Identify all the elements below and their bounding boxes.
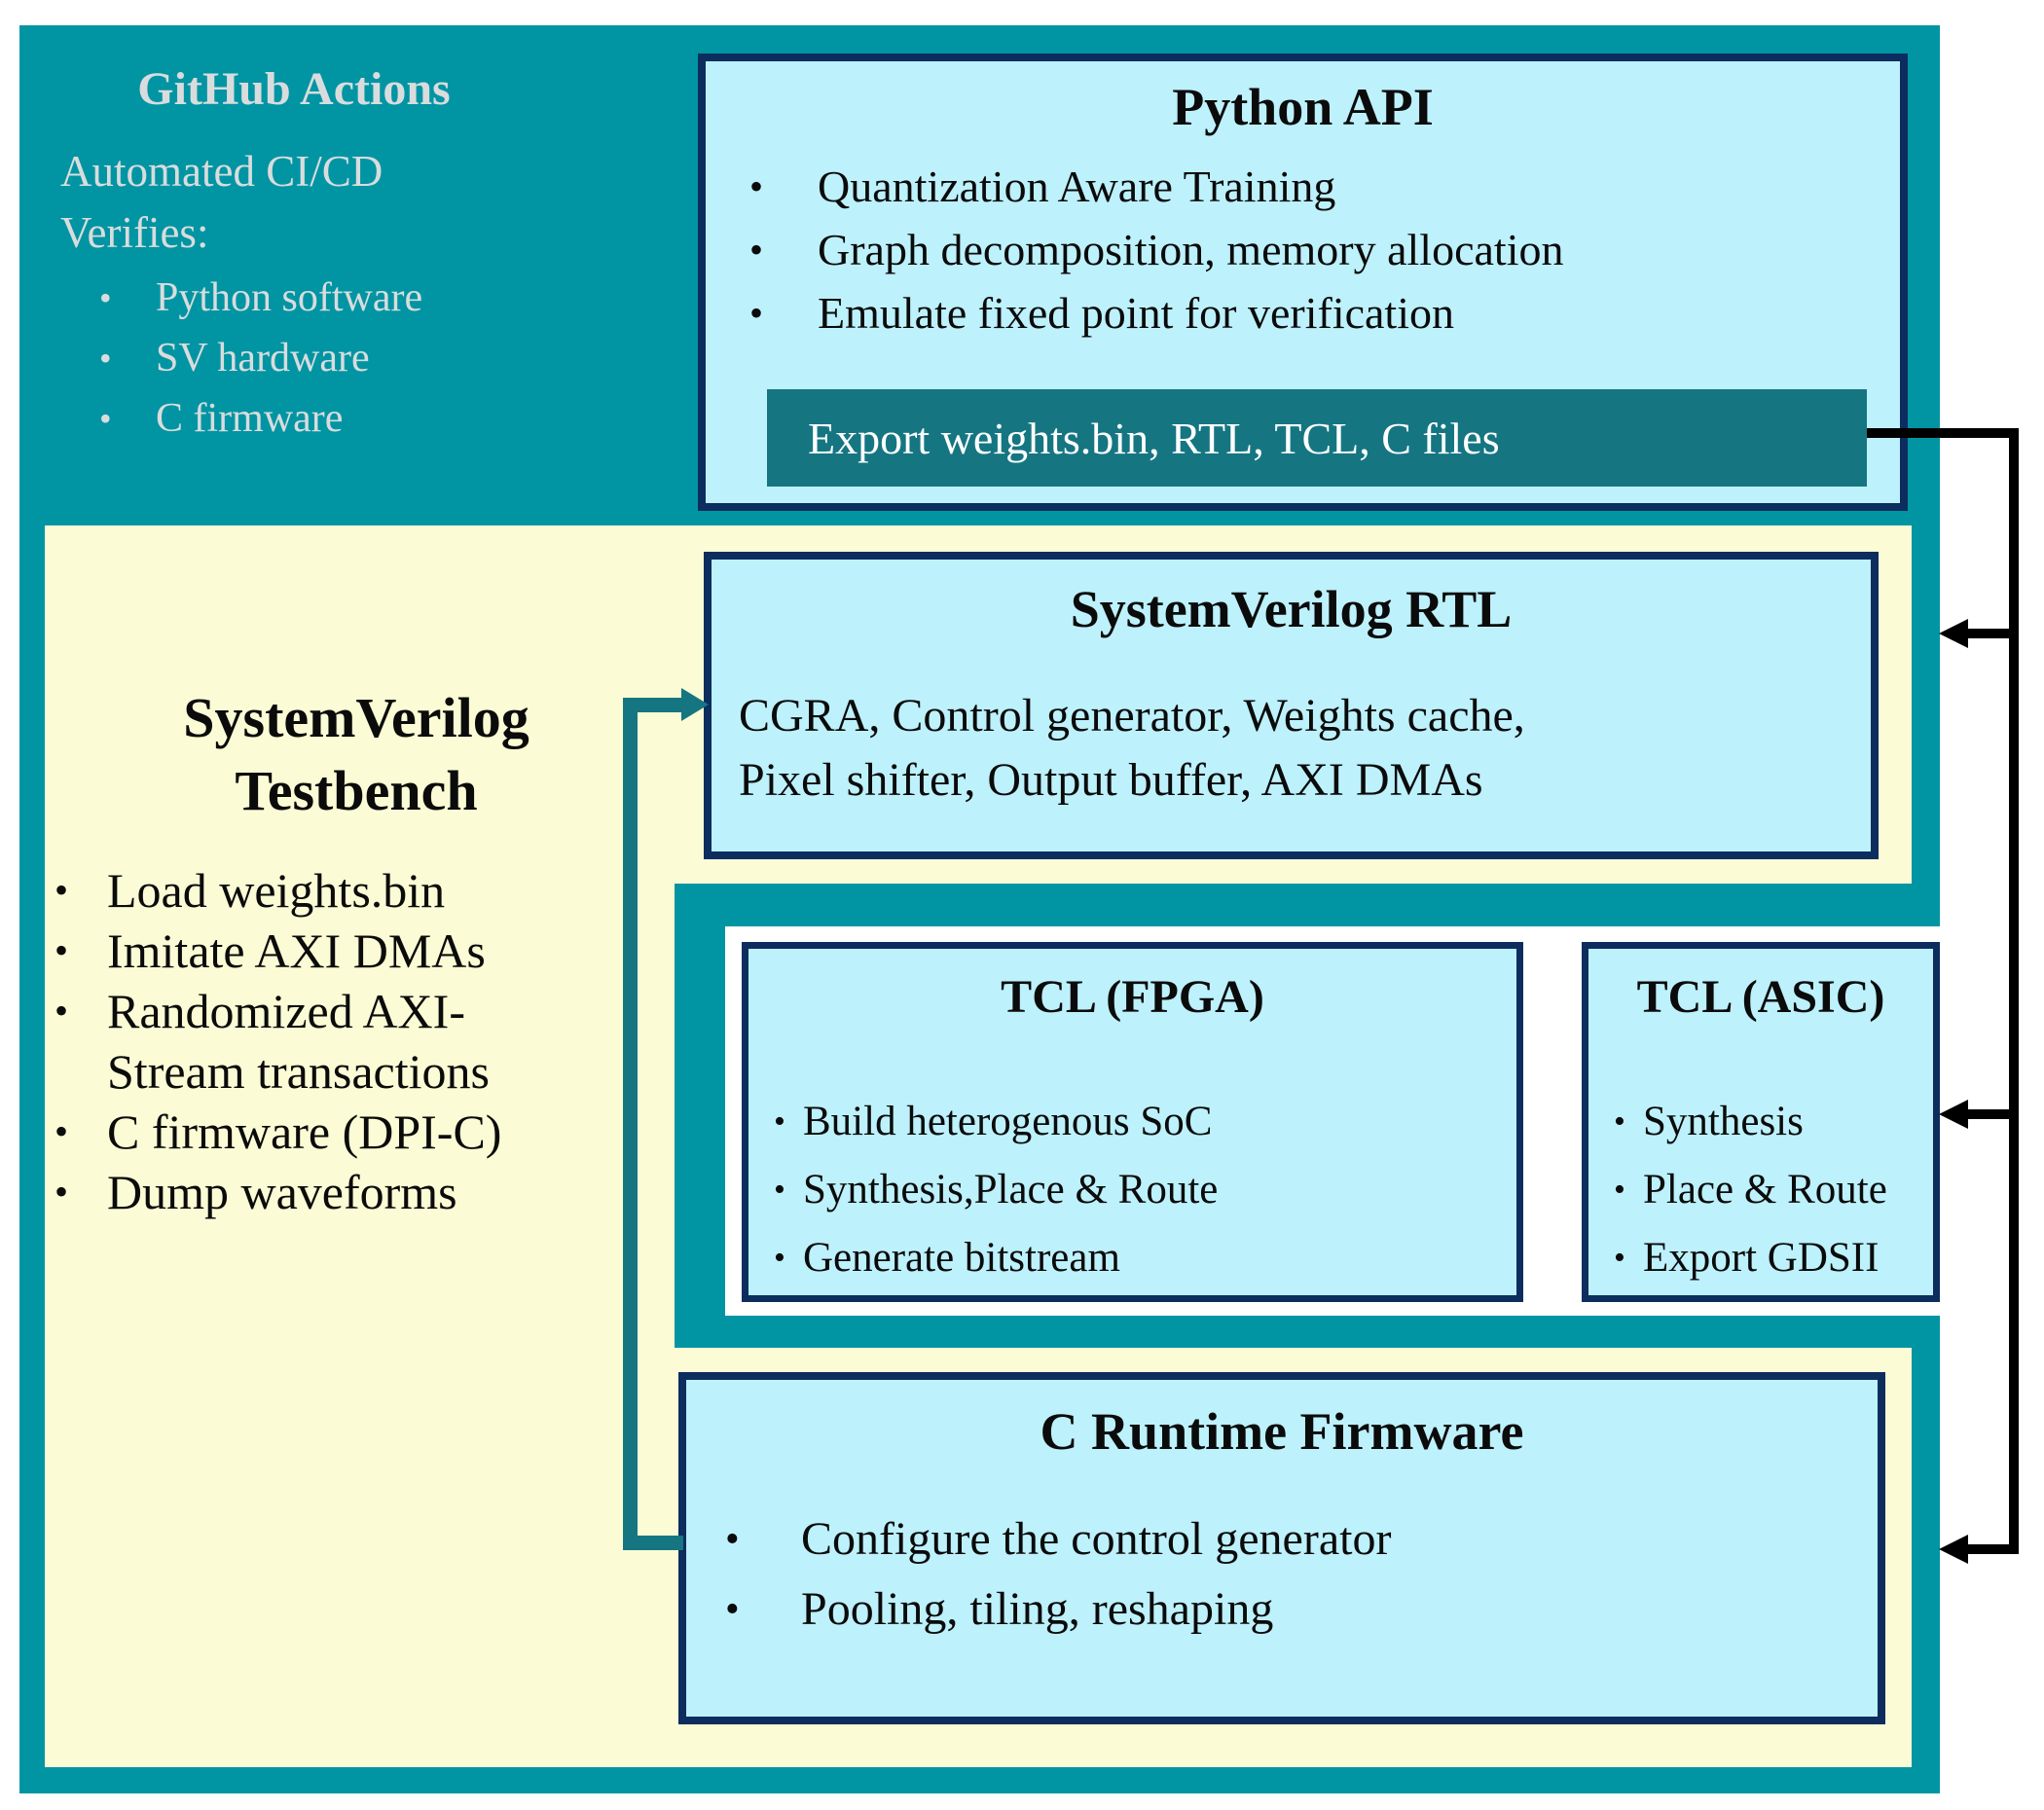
list-item: • Emulate fixed point for verification xyxy=(749,281,1900,344)
bullet-dot: • xyxy=(55,1170,69,1213)
python-api-bullet-list: • Quantization Aware Training • Graph de… xyxy=(706,155,1900,344)
bullet-dot: • xyxy=(725,1517,740,1562)
firmware-bullet-text: Configure the control generator xyxy=(801,1513,1392,1565)
firmware-bullet-list: • Configure the control generator • Pool… xyxy=(686,1504,1878,1645)
list-item: • C firmware xyxy=(99,388,528,449)
python-api-title: Python API xyxy=(1172,78,1434,136)
github-actions-title: GitHub Actions xyxy=(137,63,451,115)
bullet-dot: • xyxy=(774,1172,785,1208)
testbench-bullet-text: Imitate AXI DMAs xyxy=(107,923,486,978)
tcl-asic-bullet-text: Synthesis xyxy=(1643,1099,1804,1144)
github-actions-intro: Automated CI/CD Verifies: xyxy=(60,141,528,264)
arrow-to-tcl-asic-icon xyxy=(1939,1100,1968,1129)
bullet-dot: • xyxy=(55,928,69,972)
list-item: • Imitate AXI DMAs xyxy=(55,921,668,981)
bullet-dot: • xyxy=(749,164,764,208)
github-bullet-list: • Python software • SV hardware • C firm… xyxy=(60,268,528,449)
list-item: • Python software xyxy=(99,268,528,328)
bullet-dot: • xyxy=(749,291,764,335)
testbench-title-line2: Testbench xyxy=(235,759,478,822)
list-item-continuation: • Stream transactions xyxy=(55,1041,668,1102)
c-runtime-firmware-title: C Runtime Firmware xyxy=(1040,1402,1524,1461)
bullet-dot: • xyxy=(55,1109,69,1153)
list-item: • Synthesis xyxy=(1614,1088,1933,1156)
python-bullet-text: Quantization Aware Training xyxy=(818,162,1336,211)
bullet-dot: • xyxy=(774,1240,785,1276)
sv-rtl-box: SystemVerilog RTL CGRA, Control generato… xyxy=(704,552,1879,859)
tcl-fpga-bullet-text: Build heterogenous SoC xyxy=(803,1099,1213,1144)
bullet-dot: • xyxy=(774,1104,785,1140)
export-output-line xyxy=(1867,428,2019,438)
tcl-asic-box: TCL (ASIC) • Synthesis • Place & Route •… xyxy=(1582,942,1940,1302)
sv-rtl-body: CGRA, Control generator, Weights cache, … xyxy=(712,684,1871,813)
tcl-asic-title: TCL (ASIC) xyxy=(1636,971,1885,1023)
bullet-dot: • xyxy=(1614,1172,1625,1208)
branch-to-tcl-asic-line xyxy=(1968,1109,2011,1119)
bullet-dot: • xyxy=(1614,1240,1625,1276)
testbench-title-line1: SystemVerilog xyxy=(183,686,529,749)
tcl-asic-bullet-text: Export GDSII xyxy=(1643,1235,1880,1281)
list-item: • Quantization Aware Training xyxy=(749,155,1900,218)
export-files-box: Export weights.bin, RTL, TCL, C files xyxy=(767,389,1867,487)
list-item: • Build heterogenous SoC xyxy=(774,1088,1516,1156)
sv-rtl-title: SystemVerilog RTL xyxy=(1070,580,1513,638)
firmware-bullet-text: Pooling, tiling, reshaping xyxy=(801,1583,1274,1635)
bullet-dot: • xyxy=(99,339,112,378)
list-item: • Randomized AXI- xyxy=(55,981,668,1041)
branch-to-rtl-line xyxy=(1968,629,2011,638)
c-runtime-firmware-box: C Runtime Firmware • Configure the contr… xyxy=(678,1372,1885,1724)
testbench-bullet-text: C firmware (DPI-C) xyxy=(107,1104,502,1159)
testbench-bullet-text: Dump waveforms xyxy=(107,1165,457,1219)
list-item: • Place & Route xyxy=(1614,1156,1933,1224)
tcl-fpga-bullet-text: Synthesis,Place & Route xyxy=(803,1167,1219,1213)
testbench-connector-vertical-line xyxy=(623,698,638,1550)
list-item: • Pooling, tiling, reshaping xyxy=(725,1575,1878,1645)
list-item: • Export GDSII xyxy=(1614,1224,1933,1292)
sv-rtl-body-line1: CGRA, Control generator, Weights cache, xyxy=(739,690,1525,742)
list-item: • Synthesis,Place & Route xyxy=(774,1156,1516,1224)
list-item: • Generate bitstream xyxy=(774,1224,1516,1292)
github-intro-line1: Automated CI/CD xyxy=(60,147,383,196)
branch-to-firmware-line xyxy=(1968,1544,2019,1554)
github-intro-line2: Verifies: xyxy=(60,208,209,257)
tcl-fpga-bullet-text: Generate bitstream xyxy=(803,1235,1120,1281)
github-actions-panel: GitHub Actions Automated CI/CD Verifies:… xyxy=(60,62,528,449)
list-item: • Dump waveforms xyxy=(55,1162,668,1222)
testbench-bullet-text: Randomized AXI- xyxy=(107,984,465,1038)
flow-trunk-line xyxy=(2009,428,2019,1554)
tcl-asic-bullet-list: • Synthesis • Place & Route • Export GDS… xyxy=(1588,1088,1933,1292)
bullet-dot: • xyxy=(725,1587,740,1632)
tcl-fpga-title: TCL (FPGA) xyxy=(1001,971,1264,1023)
tcl-asic-bullet-text: Place & Route xyxy=(1643,1167,1887,1213)
bullet-dot: • xyxy=(99,399,112,438)
list-item: • SV hardware xyxy=(99,328,528,388)
arrow-to-rtl-icon xyxy=(1939,619,1968,648)
testbench-bullet-text: Stream transactions xyxy=(107,1044,490,1099)
bullet-dot: • xyxy=(1614,1104,1625,1140)
testbench-title: SystemVerilog Testbench xyxy=(45,681,668,827)
github-bullet-text: SV hardware xyxy=(156,336,370,380)
github-bullet-text: C firmware xyxy=(156,396,344,441)
tcl-fpga-bullet-list: • Build heterogenous SoC • Synthesis,Pla… xyxy=(748,1088,1516,1292)
python-bullet-text: Emulate fixed point for verification xyxy=(818,288,1454,338)
sv-rtl-body-line2: Pixel shifter, Output buffer, AXI DMAs xyxy=(739,754,1483,806)
list-item: • Configure the control generator xyxy=(725,1504,1878,1575)
github-bullet-text: Python software xyxy=(156,275,423,320)
arrow-to-firmware-icon xyxy=(1939,1535,1968,1564)
python-bullet-text: Graph decomposition, memory allocation xyxy=(818,225,1564,274)
testbench-to-rtl-line xyxy=(623,698,685,712)
testbench-to-firmware-line xyxy=(623,1536,683,1550)
tcl-fpga-box: TCL (FPGA) • Build heterogenous SoC • Sy… xyxy=(742,942,1523,1302)
bullet-dot: • xyxy=(55,989,69,1032)
list-item: • Graph decomposition, memory allocation xyxy=(749,218,1900,281)
bullet-dot: • xyxy=(99,278,112,317)
list-item: • Load weights.bin xyxy=(55,860,668,921)
export-files-label: Export weights.bin, RTL, TCL, C files xyxy=(808,413,1500,463)
testbench-bullet-text: Load weights.bin xyxy=(107,863,446,918)
bullet-dot: • xyxy=(55,868,69,912)
bullet-dot: • xyxy=(749,228,764,272)
testbench-bullet-list: • Load weights.bin • Imitate AXI DMAs • … xyxy=(55,860,668,1222)
testbench-to-rtl-arrowhead-icon xyxy=(681,688,709,721)
list-item: • C firmware (DPI-C) xyxy=(55,1102,668,1162)
